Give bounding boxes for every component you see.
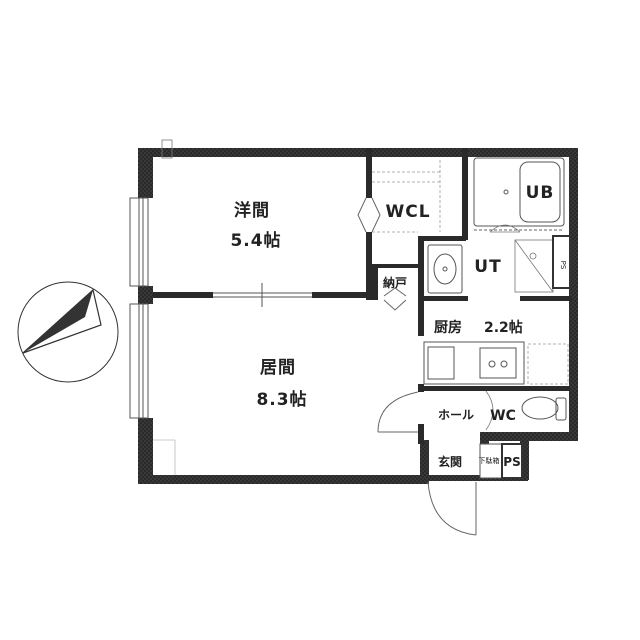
compass-icon	[17, 281, 119, 383]
pipe-space-upper-label: PS	[559, 261, 567, 270]
exterior-walls	[138, 148, 578, 484]
closet-shelf	[372, 160, 441, 233]
walk-in-closet-label: WCL	[385, 202, 430, 222]
room-divider-lines	[153, 439, 176, 475]
shoe-box-label: 下駄箱	[479, 456, 500, 465]
sliding-door	[213, 283, 312, 307]
entrance-label: 玄関	[438, 454, 462, 469]
toilet-door	[485, 390, 494, 431]
toilet-icon	[521, 396, 567, 421]
kitchen-size: 2.2帖	[484, 319, 523, 336]
pipe-space-lower	[501, 443, 523, 479]
utility-label: UT	[474, 257, 501, 277]
washbasin-icon	[427, 244, 463, 294]
wcl-door	[357, 197, 381, 233]
window-left-lower	[129, 303, 149, 419]
living-room-name: 居間	[260, 358, 296, 378]
hall-label: ホール	[438, 408, 474, 422]
bathtub-icon	[473, 157, 565, 227]
vent-mark	[161, 139, 173, 159]
bath-door	[489, 224, 521, 233]
storage-label: 納戸	[383, 275, 407, 290]
pipe-space-upper	[552, 235, 571, 289]
window-left-upper	[129, 197, 149, 287]
pipe-space-lower-label: PS	[503, 455, 520, 469]
kitchen-name: 厨房	[434, 319, 462, 336]
refrigerator-space	[527, 343, 569, 385]
kitchen-counter	[423, 341, 525, 385]
hall-door	[377, 391, 419, 433]
unit-bath-label: UB	[526, 183, 555, 203]
interior-walls	[153, 148, 572, 444]
western-room-name: 洋間	[234, 200, 270, 221]
toilet-label: WC	[490, 408, 516, 424]
western-room-size: 5.4帖	[230, 230, 281, 251]
entrance-door	[427, 481, 477, 536]
living-room-size: 8.3帖	[256, 389, 307, 410]
washing-machine-icon	[514, 239, 554, 293]
storage-door	[383, 287, 407, 311]
